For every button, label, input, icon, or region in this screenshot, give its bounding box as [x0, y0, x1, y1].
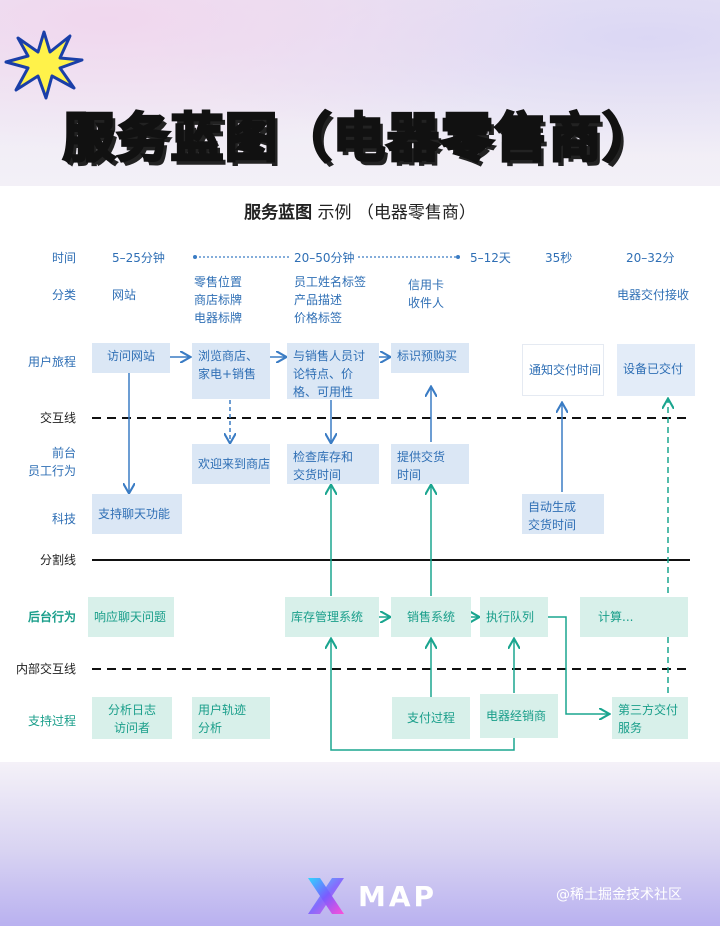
support-user-track: 用户轨迹 分析 [192, 697, 270, 739]
brand-text: MAP [358, 880, 437, 913]
back-respond-chat: 响应聊天问题 [88, 597, 174, 637]
watermark: @稀土掘金技术社区 [556, 884, 682, 904]
tech-auto-delivery-time: 自动生成 交货时间 [522, 494, 604, 534]
x-logo-icon [304, 874, 348, 918]
brand-logo: MAP [304, 874, 437, 918]
front-welcome-store: 欢迎来到商店 [192, 444, 270, 484]
journey-device-delivered: 设备已交付 [617, 344, 695, 396]
back-calculate: 计算... [580, 597, 688, 637]
front-check-inventory: 检查库存和 交货时间 [287, 444, 379, 484]
tech-chat-support: 支持聊天功能 [92, 494, 182, 534]
front-provide-delivery: 提供交货 时间 [391, 444, 469, 484]
back-sales-system: 销售系统 [391, 597, 471, 637]
support-third-party: 第三方交付 服务 [612, 697, 688, 739]
journey-visit-website: 访问网站 [92, 343, 170, 373]
support-analyze-logs: 分析日志 访问者 [92, 697, 172, 739]
journey-notify-delivery: 通知交付时间 [522, 344, 604, 396]
support-dealer: 电器经销商 [480, 694, 558, 738]
journey-identify-purchase: 标识预购买 [391, 343, 469, 373]
journey-discuss-sales: 与销售人员讨 论特点、价 格、可用性 [287, 343, 379, 399]
back-inventory-system: 库存管理系统 [285, 597, 379, 637]
support-payment: 支付过程 [392, 697, 470, 739]
back-execution-queue: 执行队列 [480, 597, 548, 637]
journey-browse-store: 浏览商店、 家电+销售 [192, 343, 270, 399]
